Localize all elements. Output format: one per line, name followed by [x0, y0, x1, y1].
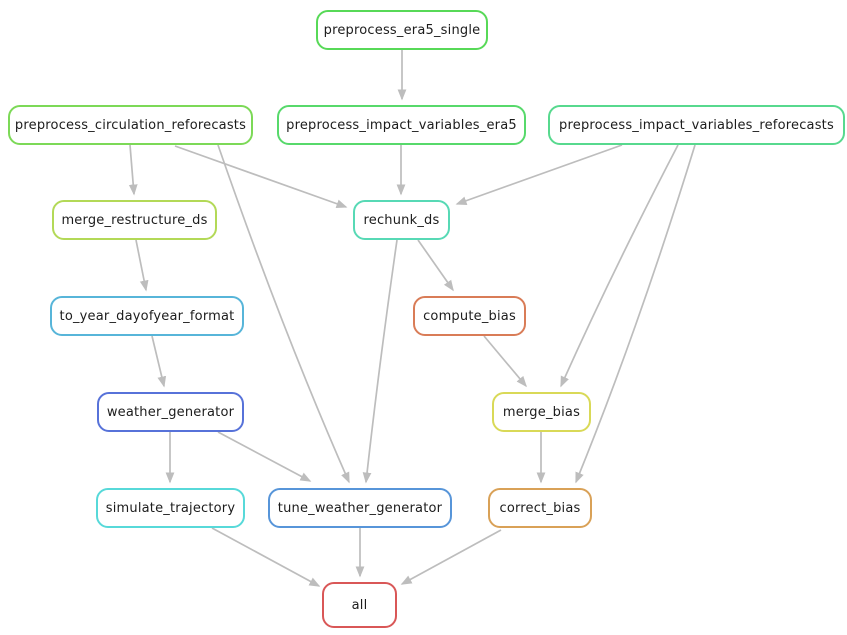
- node-preprocess_impact_variables_era5: preprocess_impact_variables_era5: [277, 105, 526, 145]
- edge-preprocess_impact_variables_reforecasts-to-merge_bias: [560, 144, 679, 388]
- edge-to_year_dayofyear_format-to-weather_generator: [151, 335, 167, 388]
- edge-preprocess_circulation_reforecasts-to-merge_restructure_ds: [128, 144, 138, 196]
- node-tune_weather_generator: tune_weather_generator: [268, 488, 452, 528]
- edge-compute_bias-to-merge_bias: [483, 335, 527, 388]
- node-label: merge_restructure_ds: [61, 212, 208, 228]
- node-label: preprocess_circulation_reforecasts: [14, 117, 247, 133]
- node-preprocess_era5_single: preprocess_era5_single: [316, 10, 488, 50]
- edge-merge_restructure_ds-to-to_year_dayofyear_format: [135, 239, 149, 292]
- edge-simulate_trajectory-to-all: [211, 527, 321, 587]
- node-merge_bias: merge_bias: [492, 392, 591, 432]
- node-label: simulate_trajectory: [105, 500, 236, 516]
- node-label: preprocess_impact_variables_era5: [286, 117, 517, 133]
- edge-rechunk_ds-to-tune_weather_generator: [362, 239, 398, 484]
- edge-preprocess_impact_variables_reforecasts-to-correct_bias: [575, 144, 696, 484]
- edge-weather_generator-to-tune_weather_generator: [217, 431, 312, 482]
- edge-preprocess_impact_variables_reforecasts-to-rechunk_ds: [455, 144, 623, 205]
- node-merge_restructure_ds: merge_restructure_ds: [52, 200, 217, 240]
- node-label: rechunk_ds: [363, 212, 440, 228]
- edge-correct_bias-to-all: [400, 529, 502, 585]
- edge-preprocess_circulation_reforecasts-to-rechunk_ds: [174, 145, 348, 208]
- edge-preprocess_circulation_reforecasts-to-tune_weather_generator: [217, 144, 350, 484]
- node-preprocess_circulation_reforecasts: preprocess_circulation_reforecasts: [8, 105, 253, 145]
- node-all: all: [322, 582, 397, 628]
- node-label: to_year_dayofyear_format: [59, 308, 235, 324]
- node-label: tune_weather_generator: [277, 500, 443, 516]
- node-simulate_trajectory: simulate_trajectory: [96, 488, 245, 528]
- edge-rechunk_ds-to-compute_bias: [417, 239, 454, 292]
- node-label: preprocess_era5_single: [323, 22, 481, 38]
- node-compute_bias: compute_bias: [413, 296, 526, 336]
- node-rechunk_ds: rechunk_ds: [353, 200, 450, 240]
- node-label: compute_bias: [423, 308, 516, 324]
- node-label: all: [351, 597, 368, 613]
- node-weather_generator: weather_generator: [97, 392, 244, 432]
- node-correct_bias: correct_bias: [488, 488, 592, 528]
- node-label: merge_bias: [502, 404, 581, 420]
- node-preprocess_impact_variables_reforecasts: preprocess_impact_variables_reforecasts: [548, 105, 845, 145]
- node-label: correct_bias: [499, 500, 581, 516]
- node-label: preprocess_impact_variables_reforecasts: [559, 117, 834, 133]
- node-to_year_dayofyear_format: to_year_dayofyear_format: [50, 296, 244, 336]
- node-label: weather_generator: [106, 404, 235, 420]
